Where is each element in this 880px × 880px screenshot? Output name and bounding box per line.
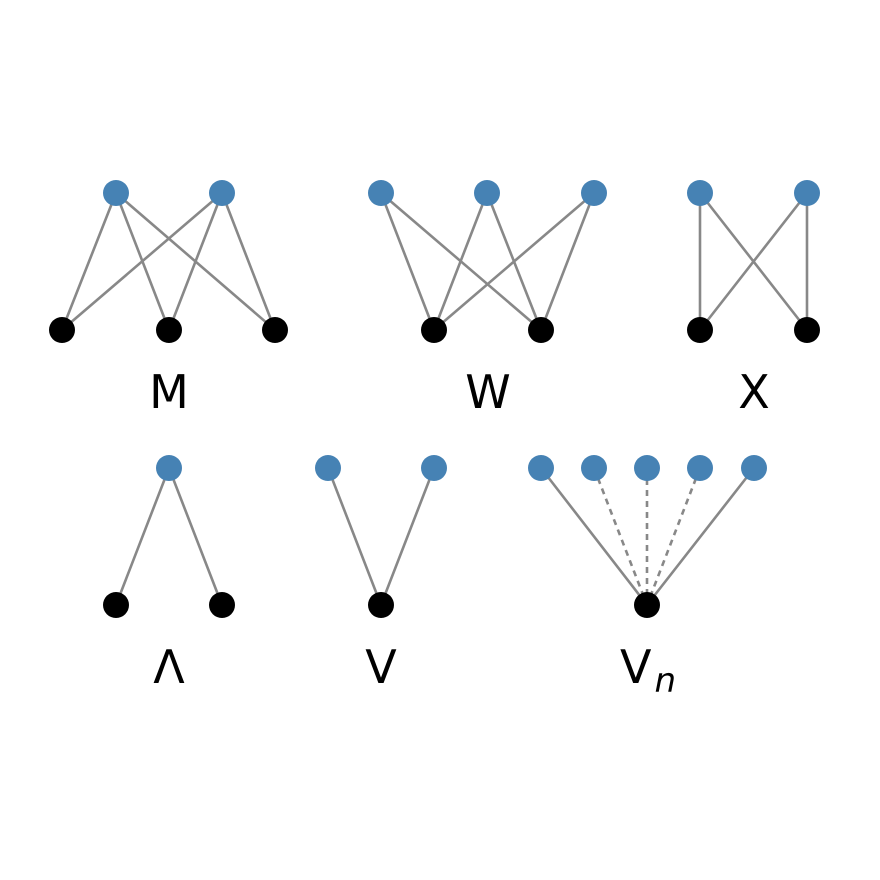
top-node — [156, 455, 182, 481]
edge — [379, 466, 436, 607]
top-node — [741, 455, 767, 481]
top-node — [368, 180, 394, 206]
edge — [379, 191, 436, 332]
top-node — [581, 455, 607, 481]
graph-m: M — [49, 180, 288, 419]
edge — [60, 191, 224, 332]
graph-v-label: V — [365, 640, 397, 694]
graph-vn: Vn — [528, 455, 767, 701]
bottom-node — [156, 317, 182, 343]
graph-x-edges — [698, 191, 809, 332]
bottom-node — [262, 317, 288, 343]
top-node — [794, 180, 820, 206]
graph-w: W — [368, 180, 607, 419]
edge — [539, 191, 596, 332]
graph-vn-edges — [539, 466, 756, 607]
graph-vn-label: Vn — [620, 640, 676, 701]
top-node — [528, 455, 554, 481]
top-node — [687, 455, 713, 481]
dashed-edge — [592, 467, 649, 606]
graph-vn-label-main: V — [620, 640, 652, 694]
graph-m-label: M — [149, 365, 189, 419]
bottom-node — [687, 317, 713, 343]
graph-m-edges — [60, 191, 277, 332]
edge — [167, 466, 224, 607]
graph-lambda-label: Λ — [153, 640, 185, 694]
edge — [645, 466, 756, 607]
bottom-node — [103, 592, 129, 618]
edge — [114, 466, 171, 607]
graph-w-nodes — [368, 180, 607, 343]
edge — [326, 466, 383, 607]
graph-x-label: X — [738, 365, 770, 419]
top-node — [474, 180, 500, 206]
bottom-node — [421, 317, 447, 343]
graph-lambda-edges — [114, 466, 224, 607]
graph-lambda: Λ — [103, 455, 235, 694]
edge — [698, 191, 809, 332]
graph-vn-nodes — [528, 455, 767, 618]
edge — [432, 191, 489, 332]
graph-v: V — [315, 455, 447, 694]
edge — [60, 191, 118, 332]
graph-w-edges — [379, 191, 596, 332]
graph-v-edges — [326, 466, 436, 607]
graph-w-label: W — [465, 365, 510, 419]
edge — [220, 191, 277, 332]
graph-lambda-nodes — [103, 455, 235, 618]
dashed-edge — [645, 467, 702, 606]
edge — [432, 191, 596, 332]
top-node — [315, 455, 341, 481]
top-node — [581, 180, 607, 206]
edge — [167, 191, 224, 332]
bottom-node — [794, 317, 820, 343]
bottom-node — [634, 592, 660, 618]
graph-x: X — [687, 180, 820, 419]
top-node — [687, 180, 713, 206]
bottom-node — [209, 592, 235, 618]
graph-m-nodes — [49, 180, 288, 343]
graph-v-nodes — [315, 455, 447, 618]
top-node — [634, 455, 660, 481]
top-node — [421, 455, 447, 481]
graph-vn-label-subscript: n — [654, 661, 676, 701]
graph-x-nodes — [687, 180, 820, 343]
bottom-node — [528, 317, 554, 343]
edge — [539, 466, 649, 607]
bottom-node — [368, 592, 394, 618]
top-node — [103, 180, 129, 206]
top-node — [209, 180, 235, 206]
bottom-node — [49, 317, 75, 343]
